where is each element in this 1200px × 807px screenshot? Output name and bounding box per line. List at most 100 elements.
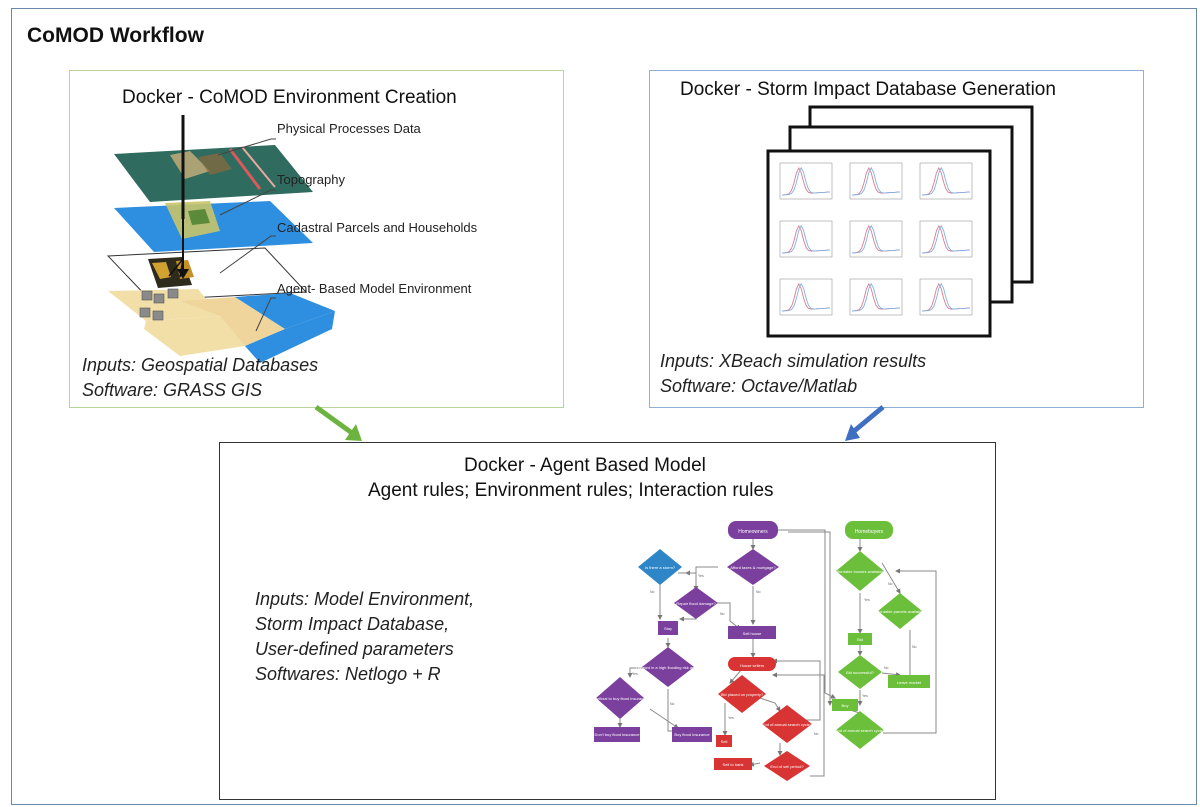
svg-text:Yes: Yes [728,716,734,720]
mini-plot-line [781,224,831,254]
flow-node-afford: Afford taxes & mortgage? [727,549,779,585]
env-panel-info: Inputs: Geospatial Databases Software: G… [82,353,318,403]
mini-plot-line [781,282,831,312]
svg-text:Yes: Yes [862,694,868,698]
flow-node-sell-house: Sell house [728,626,776,639]
abm-panel-subtitle: Agent rules; Environment rules; Interact… [368,480,774,501]
svg-text:Buy: Buy [842,703,849,708]
flow-node-end-annual: End of annual search cycle? [835,711,886,749]
abm-environment-layer [108,289,220,321]
svg-text:Leave market: Leave market [897,680,922,685]
storm-plots-illustration [766,105,1034,338]
svg-text:Sell: Sell [721,739,728,744]
svg-text:End of annual search cycle?: End of annual search cycle? [835,728,886,733]
agent-flowchart: Homeowners Is there a storm? Afford taxe… [590,521,937,781]
agent-based-model-panel: Docker - Agent Based Model Agent rules; … [219,442,996,800]
abm-panel-title: Docker - Agent Based Model [464,455,706,476]
svg-text:End of sell period?: End of sell period? [770,764,804,769]
env-creation-panel: Docker - CoMOD Environment Creation [69,70,564,408]
layer-label: Agent- Based Model Environment [277,281,472,296]
svg-text:Yes: Yes [864,598,870,602]
svg-text:Don't buy flood insurance: Don't buy flood insurance [594,732,640,737]
svg-text:Yes: Yes [632,672,638,676]
abm-input-line: Storm Impact Database, [255,614,450,634]
abm-panel-info: Inputs: Model Environment, Storm Impact … [255,587,474,687]
storm-software-text: Software: Octave/Matlab [660,376,858,396]
svg-text:Bid placed on property?: Bid placed on property? [721,692,764,697]
flow-node-located: Located in a high flooding risk area? [636,647,701,687]
svg-text:No: No [884,666,889,670]
mini-plot-frame [919,162,973,200]
svg-text:Sell house: Sell house [743,631,762,636]
flow-node-beneficial: Beneficial to buy flood insurance? [590,677,651,719]
svg-text:Affordable houses available?: Affordable houses available? [834,569,886,574]
svg-text:Affordable parcels available?: Affordable parcels available? [874,609,926,614]
flow-node-storm: Is there a storm? [638,549,682,585]
svg-text:No: No [756,590,761,594]
flow-node-affordable: Affordable houses available? [834,551,886,591]
mini-plot-line [851,166,901,196]
mini-plot-line [851,224,901,254]
mini-plot-frame [779,162,833,200]
svg-text:Sell to bank: Sell to bank [723,762,744,767]
mini-plot-frame [849,220,903,258]
flow-node-affordable-parcels: Affordable parcels available? [874,593,926,629]
flow-node-buy-insurance: Buy flood insurance [672,727,712,742]
mini-plot-frame [779,278,833,316]
mini-plot-frame [919,220,973,258]
abm-input-line: User-defined parameters [255,639,454,659]
svg-text:Repair flood damage?: Repair flood damage? [676,601,716,606]
flow-node-stay: Stay [658,621,678,635]
flow-node-end-search: End of annual search cycle? [762,705,813,743]
svg-text:End of annual search cycle?: End of annual search cycle? [762,722,813,727]
mini-plot-line [921,224,971,254]
mini-plot-frame [919,278,973,316]
svg-text:No: No [650,590,655,594]
svg-text:House sellers: House sellers [740,663,764,668]
workflow-title: CoMOD Workflow [27,24,204,47]
abm-input-line: Softwares: Netlogo + R [255,664,441,684]
abm-input-line: Inputs: Model Environment, [255,589,475,609]
mini-plot-line [921,282,971,312]
storm-panel-info: Inputs: XBeach simulation results Softwa… [660,349,926,399]
mini-plot-line [781,166,831,196]
env-inputs-text: Inputs: Geospatial Databases [82,355,319,375]
flow-node-bid: Bid [848,633,872,645]
workflow-frame [11,8,1197,805]
env-panel-title: Docker - CoMOD Environment Creation [122,87,457,108]
flowchart-connectors [617,529,937,777]
flow-node-repair: Repair flood damage? [674,587,718,619]
flow-node-sell-bank: Sell to bank [714,758,752,770]
storm-panel-title: Docker - Storm Impact Database Generatio… [680,79,1056,100]
svg-text:No: No [912,645,917,649]
flow-node-dont-buy: Don't buy flood insurance [594,727,640,742]
svg-text:Bid successful?: Bid successful? [846,670,875,675]
svg-text:Yes: Yes [698,574,704,578]
mini-plot-frame [779,220,833,258]
flow-node-homebuyers: Homebuyers [845,521,893,539]
layer-label: Physical Processes Data [277,121,422,136]
layer-stack-illustration: Physical Processes Data Topography Cadas… [106,115,478,363]
svg-text:Homebuyers: Homebuyers [855,529,884,535]
layer-label: Topography [277,172,345,187]
env-software-text: Software: GRASS GIS [82,380,263,400]
flow-node-leave-market: Leave market [888,675,930,688]
flow-node-end-sell: End of sell period? [764,751,810,781]
mini-plot-frame [849,278,903,316]
storm-database-panel: Docker - Storm Impact Database Generatio… [649,70,1144,408]
svg-text:Afford taxes & mortgage?: Afford taxes & mortgage? [730,565,776,570]
mini-plot-line [921,166,971,196]
svg-text:Beneficial to buy flood insura: Beneficial to buy flood insurance? [590,696,651,701]
svg-text:Buy flood insurance: Buy flood insurance [674,732,710,737]
svg-text:No: No [814,732,819,736]
flow-node-sell: Sell [716,735,732,747]
svg-text:Homeowners: Homeowners [738,529,768,535]
mini-plot-frame [849,162,903,200]
callout-line [217,138,276,156]
flow-yes-no-labels: Yes No No No Yes No Yes Yes No Yes No No… [632,574,917,736]
svg-text:Is there a storm?: Is there a storm? [645,565,676,570]
svg-text:No: No [720,612,725,616]
flow-node-homeowners: Homeowners [728,521,778,539]
svg-text:Stay: Stay [664,626,672,631]
svg-text:Bid: Bid [857,637,863,642]
